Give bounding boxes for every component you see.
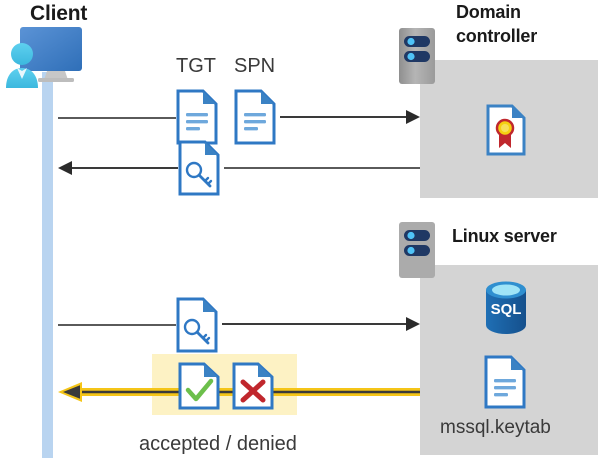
text-document-icon-keytab [484,355,526,409]
client-title: Client [30,2,88,25]
sql-database-icon: SQL [483,281,529,334]
server-rack-icon-linux [398,221,436,279]
svg-text:SQL: SQL [491,301,522,318]
linux-server-title: Linux server [452,226,557,246]
server-rack-icon-dc [398,27,436,85]
spn-label: SPN [234,55,276,77]
tgt-label: TGT [176,55,216,77]
flow-arrow-dc-to-client [58,159,178,177]
check-document-icon-accepted[interactable] [178,362,220,410]
user-computer-icon [4,26,96,92]
text-document-icon-spn [234,89,276,145]
flow-line-client-to-ticket2 [58,324,176,326]
client-lifeline-bar [42,72,53,458]
result-label: accepted / denied [139,433,297,455]
key-document-icon-dc-ticket [178,140,220,196]
certificate-document-icon [486,104,526,156]
text-document-icon-tgt [176,89,218,145]
key-document-icon-service-ticket [176,297,218,353]
flow-line-ticket-to-dc [224,167,420,169]
flow-arrow-client-to-dc [280,108,420,126]
cross-document-icon-denied[interactable] [232,362,274,410]
domain-controller-title-line2: controller [456,26,538,46]
domain-controller-title-line1: Domain [456,2,521,22]
flow-arrow-client-to-linux [222,315,420,333]
flow-line-client-to-tgt [58,117,176,119]
keytab-label: mssql.keytab [440,417,551,438]
